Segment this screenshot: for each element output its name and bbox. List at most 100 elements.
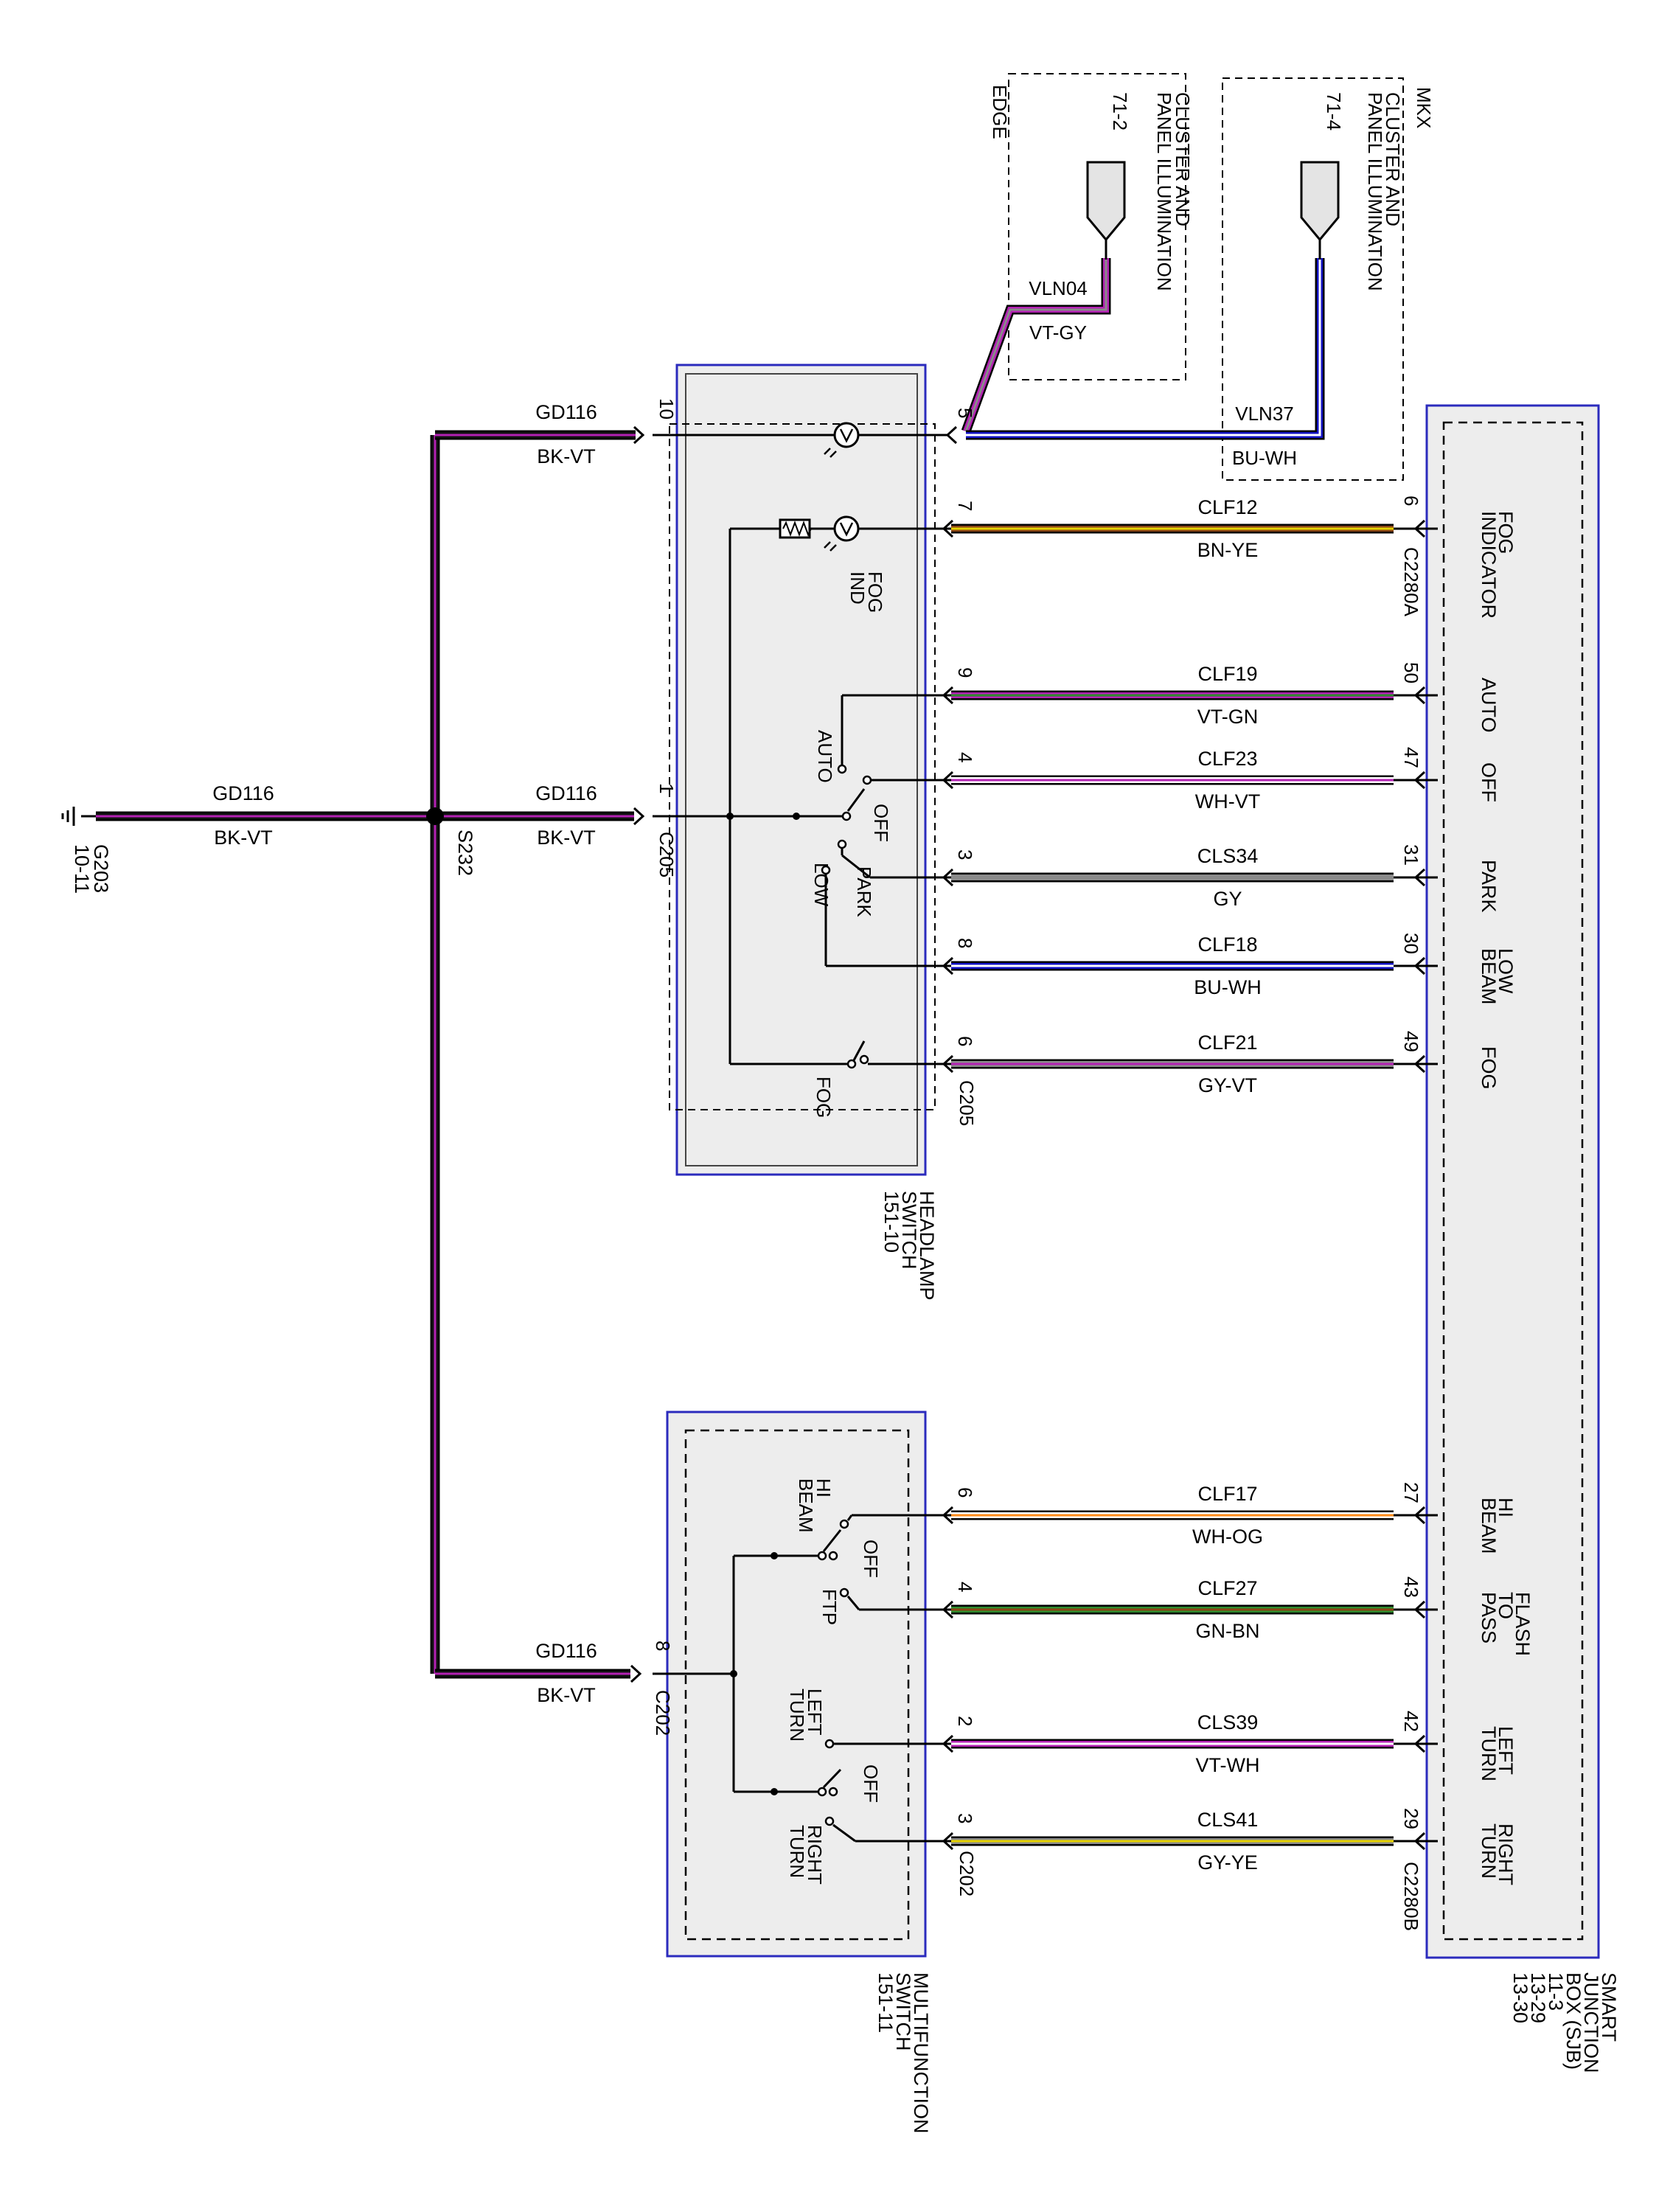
pin-switch-auto: [942, 686, 954, 705]
hibeam-off-contact-a: [817, 1551, 827, 1561]
sjb-pin-right-turn: 29: [1400, 1808, 1422, 1829]
sjb-label-fog-indicator: FOG: [1495, 511, 1517, 554]
sjb-title: 13-30: [1509, 1972, 1531, 2023]
pos-park: PARK: [853, 866, 875, 918]
headlamp-switch-inner: [685, 373, 918, 1166]
pin-switch-fog-indicator: [942, 519, 954, 538]
gd116-color-gw-headlamp-c205: BK-VT: [537, 827, 596, 849]
circuit-label-fog: CLF21: [1197, 1032, 1257, 1054]
sjb-label-left-turn: TURN: [1478, 1726, 1500, 1781]
pin-switch-low-beam: [942, 956, 954, 975]
headlamp-switch-blade: [846, 788, 866, 812]
sjb-label-flash-to-pass: PASS: [1478, 1592, 1500, 1644]
sjb-title: 13-29: [1527, 1972, 1549, 2023]
pin-sjb-fog: [1413, 1054, 1426, 1074]
pin-sjb-left-turn: [1413, 1734, 1426, 1753]
mpos-beam: BEAM: [795, 1478, 817, 1533]
cluster-edge-box: [1008, 73, 1186, 380]
sjb-label-fog-indicator: INDICATOR: [1478, 511, 1500, 619]
turn-blade: [822, 1768, 842, 1789]
color-code-right-turn: GY-YE: [1197, 1851, 1258, 1874]
sjb-label-hi-beam: HI: [1495, 1498, 1517, 1517]
sjb-label-flash-to-pass: FLASH: [1512, 1592, 1534, 1656]
cluster-mkx-connector: [1300, 161, 1340, 242]
pin-sjb-hi-beam: [1413, 1506, 1426, 1525]
left-turn-contact: [824, 1739, 835, 1749]
circuit-label-right-turn: CLS41: [1197, 1809, 1259, 1831]
hibeam-off-contact-b: [828, 1551, 838, 1561]
color-code-park: GY: [1213, 888, 1242, 910]
multifunction-switch-dash: [684, 1429, 910, 1941]
pin-sjb-park: [1413, 868, 1426, 887]
fog-ind-resistor-zigzag: [782, 521, 812, 537]
illum-pin: 5: [954, 408, 976, 418]
circuit-label-flash-to-pass: CLF27: [1197, 1577, 1257, 1599]
pin-switch-hi-beam: [942, 1506, 954, 1525]
sjb-dash: [1442, 421, 1584, 1941]
color-code-off: WH-VT: [1195, 790, 1260, 813]
ftp-contact: [839, 1587, 849, 1598]
pin-10: [633, 425, 645, 445]
headlamp-connector: C205: [956, 1080, 978, 1126]
headlamp-switch-box: [675, 364, 927, 1176]
multifunction-switch-title: MULTIFUNCTION: [910, 1972, 932, 2133]
pin-sjb-flash-to-pass: [1413, 1600, 1426, 1619]
multifunction-connector: C202: [956, 1851, 978, 1896]
sjb-title: SMART: [1598, 1972, 1620, 2042]
switch-internals: [653, 422, 925, 1843]
sjb-title: JUNCTION: [1580, 1972, 1602, 2073]
contact-off: [862, 775, 872, 785]
fog-switch-contact-a: [846, 1059, 857, 1069]
sjb-pin-flash-to-pass: 43: [1400, 1576, 1422, 1598]
hibeam-contact: [839, 1519, 849, 1529]
right-turn-link: [832, 1823, 856, 1843]
color-code-left-turn: VT-WH: [1196, 1754, 1260, 1776]
illum-lamp-icon-rays: [824, 448, 837, 458]
gd116-color-gw-multi-c202: BK-VT: [537, 1684, 596, 1706]
gd116-circuit-gw-headlamp-c205: GD116: [535, 782, 597, 804]
ground-page: 10-11: [71, 844, 93, 894]
pin-switch-flash-to-pass: [942, 1600, 954, 1619]
cluster-edge-page: 71-2: [1109, 92, 1131, 131]
switch-pin-auto: 9: [954, 667, 976, 678]
gd116-pin-1: 1: [655, 783, 678, 793]
mpos-left-turn: TURN: [786, 1688, 808, 1742]
sjb-label-flash-to-pass: TO: [1495, 1592, 1517, 1619]
ground-id: G203: [90, 844, 112, 893]
mpos-off-1: OFF: [860, 1540, 882, 1578]
sjb-label-low-beam: BEAM: [1478, 948, 1500, 1005]
sjb-pin-auto: 50: [1400, 662, 1422, 684]
turn-off-contact-b: [828, 1787, 838, 1797]
sjb-pin-fog: 49: [1400, 1031, 1422, 1052]
multifunction-switch-box: [666, 1411, 927, 1958]
pin-switch-off: [942, 771, 954, 790]
hibeam-contact-link: [846, 1514, 853, 1521]
pin-c202-8: [630, 1664, 642, 1683]
color-code-flash-to-pass: GN-BN: [1196, 1620, 1260, 1642]
cluster-mkx-color: BU-WH: [1232, 447, 1297, 469]
cluster-mkx-label: PANEL ILLUMINATION: [1364, 92, 1386, 291]
circuit-label-left-turn: CLS39: [1197, 1711, 1259, 1733]
switch-pin-off: 4: [954, 752, 976, 762]
switch-pin-flash-to-pass: 4: [954, 1582, 976, 1592]
wire-vln37: [966, 258, 1325, 440]
cluster-edge-color: VT-GY: [1029, 321, 1087, 344]
pin-switch-fog: [942, 1054, 954, 1074]
sjb-pin-low-beam: 30: [1400, 933, 1422, 954]
switch-pin-park: 3: [954, 849, 976, 860]
wire-vln04: [961, 258, 1111, 434]
mpos-off-2: OFF: [860, 1764, 882, 1803]
sjb-box: [1425, 404, 1600, 1959]
sjb-label-right-turn: TURN: [1478, 1823, 1500, 1879]
splice-s232-dot: [426, 807, 444, 825]
contact-park: [837, 839, 847, 849]
pos-low: LOW: [810, 863, 832, 907]
switch-pin-hi-beam: 6: [954, 1487, 976, 1498]
fog-ind-lamp-icon-rays: [824, 541, 837, 552]
sjb-pin-hi-beam: 27: [1400, 1482, 1422, 1503]
sjb-pin-left-turn: 42: [1400, 1711, 1422, 1732]
headlamp-connector-dash: [669, 423, 936, 1110]
fog-ind-label: IND: [846, 571, 869, 605]
cluster-mkx-page: 71-4: [1323, 92, 1345, 131]
